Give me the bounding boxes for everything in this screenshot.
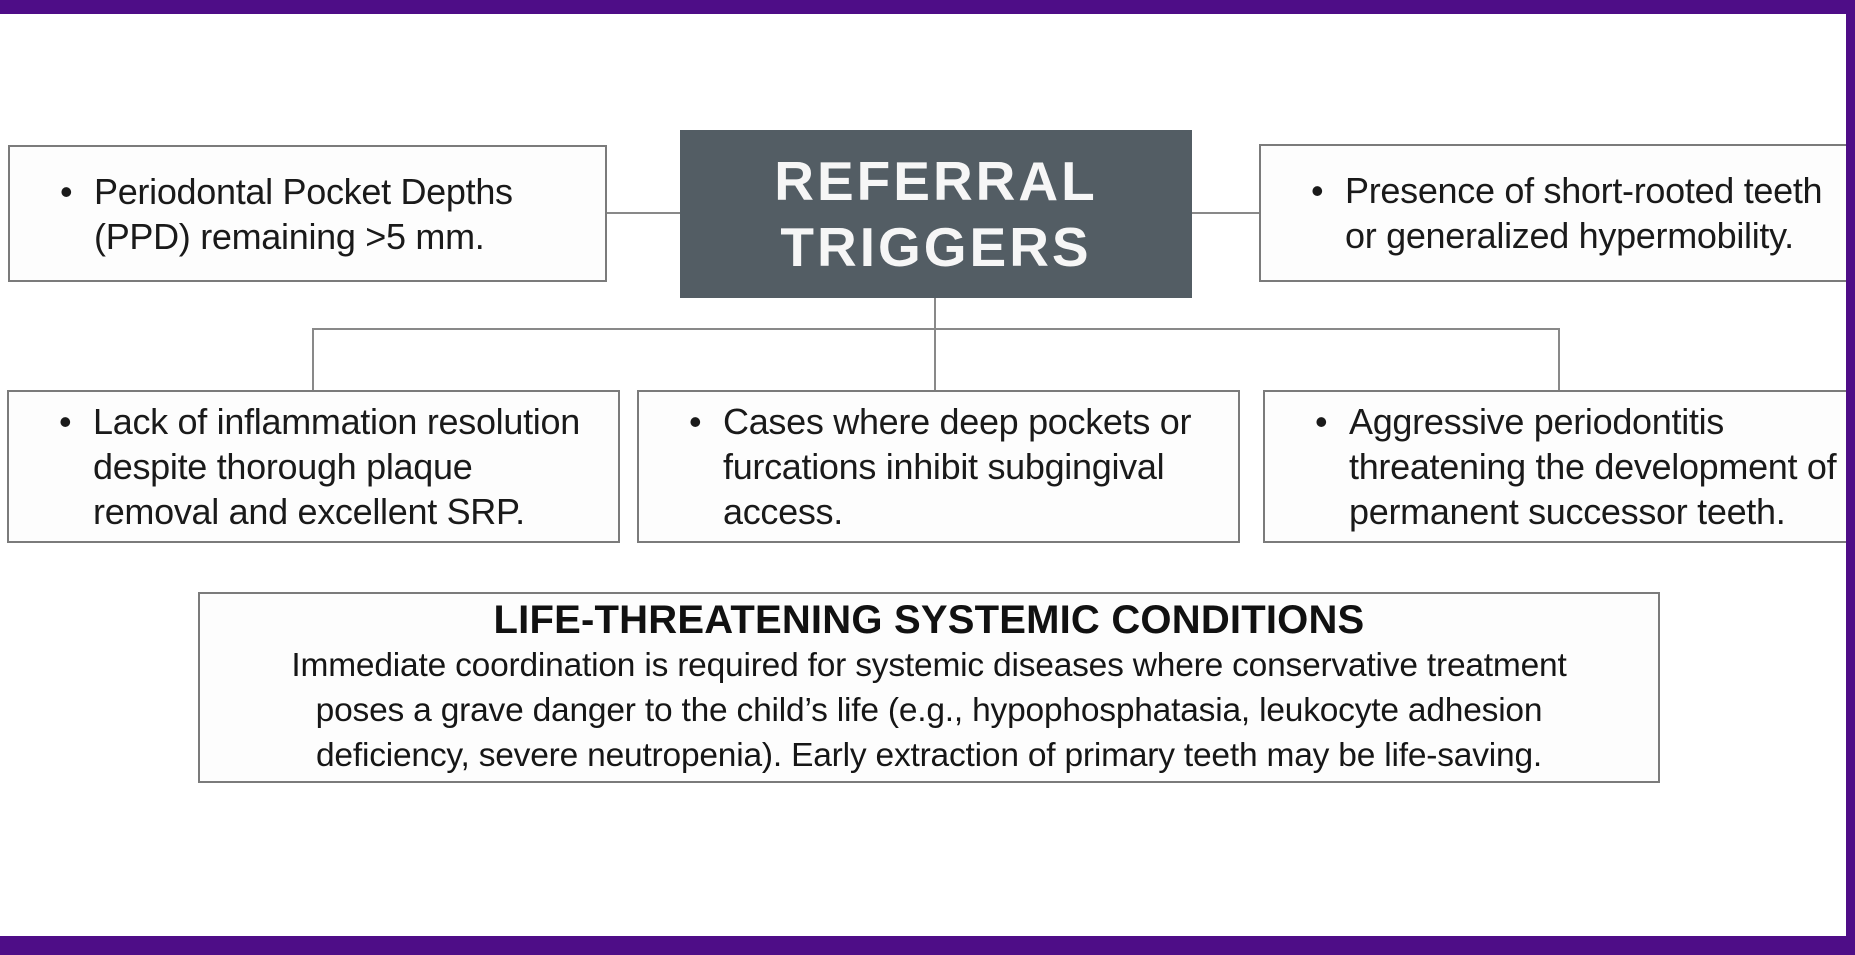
right-border-bar (1846, 0, 1855, 955)
box-life-threatening-systemic-conditions: LIFE-THREATENING SYSTEMIC CONDITIONS Imm… (198, 592, 1660, 783)
bullet-text: Cases where deep pockets or furcations i… (723, 399, 1191, 534)
bullet-icon: • (1315, 401, 1328, 442)
text-line: despite thorough plaque (93, 446, 473, 487)
connector-drop-left (312, 328, 314, 391)
bottom-border-bar (0, 936, 1855, 955)
connector-title-to-right-box (1191, 212, 1260, 214)
bullet-text: Aggressive periodontitis threatening the… (1349, 399, 1837, 534)
connector-drop-right (1558, 328, 1560, 391)
bullet-icon: • (689, 401, 702, 442)
text-line: Periodontal Pocket Depths (94, 170, 513, 212)
bullet-text: Lack of inflammation resolution despite … (93, 399, 580, 534)
bullet-item: • Cases where deep pockets or furcations… (639, 399, 1199, 534)
connector-title-to-left-box (606, 212, 682, 214)
systemic-text-line: deficiency, severe neutropenia). Early e… (316, 737, 1542, 774)
box-aggressive-periodontitis: • Aggressive periodontitis threatening t… (1263, 390, 1855, 543)
connector-title-drop (934, 297, 936, 391)
box-periodontal-pocket-depths: • Periodontal Pocket Depths (PPD) remain… (8, 145, 607, 282)
systemic-text-line: poses a grave danger to the child’s life… (315, 692, 1543, 729)
box-deep-pockets-furcations: • Cases where deep pockets or furcations… (637, 390, 1240, 543)
title-box: REFERRAL TRIGGERS (680, 130, 1192, 298)
title-line-1: REFERRAL (774, 150, 1098, 212)
bullet-text: Presence of short-rooted teeth or genera… (1345, 168, 1823, 258)
text-line: permanent successor teeth. (1349, 491, 1786, 532)
bullet-item: • Aggressive periodontitis threatening t… (1265, 399, 1844, 534)
bullet-icon: • (60, 170, 73, 212)
text-line: access. (723, 491, 843, 532)
connector-horizontal-rake (312, 328, 1560, 330)
systemic-heading: LIFE-THREATENING SYSTEMIC CONDITIONS (493, 598, 1365, 642)
box-short-rooted-teeth: • Presence of short-rooted teeth or gene… (1259, 144, 1855, 282)
bullet-item: • Presence of short-rooted teeth or gene… (1261, 168, 1830, 258)
title-line-2: TRIGGERS (780, 216, 1092, 278)
text-line: (PPD) remaining >5 mm. (94, 215, 485, 257)
bullet-text: Periodontal Pocket Depths (PPD) remainin… (94, 169, 513, 259)
systemic-text-line: Immediate coordination is required for s… (291, 647, 1567, 684)
text-line: Cases where deep pockets or (723, 401, 1192, 442)
bullet-icon: • (59, 401, 72, 442)
text-line: or generalized hypermobility. (1345, 215, 1794, 256)
bullet-item: • Periodontal Pocket Depths (PPD) remain… (10, 169, 521, 259)
text-line: Presence of short-rooted teeth (1345, 170, 1823, 211)
box-inflammation-resolution: • Lack of inflammation resolution despit… (7, 390, 620, 543)
text-line: removal and excellent SRP. (93, 491, 525, 532)
top-border-bar (0, 0, 1855, 14)
text-line: Lack of inflammation resolution (93, 401, 580, 442)
text-line: threatening the development of (1349, 446, 1837, 487)
text-line: furcations inhibit subgingival (723, 446, 1165, 487)
bullet-icon: • (1311, 170, 1324, 211)
text-line: Aggressive periodontitis (1349, 401, 1725, 442)
bullet-item: • Lack of inflammation resolution despit… (9, 399, 588, 534)
